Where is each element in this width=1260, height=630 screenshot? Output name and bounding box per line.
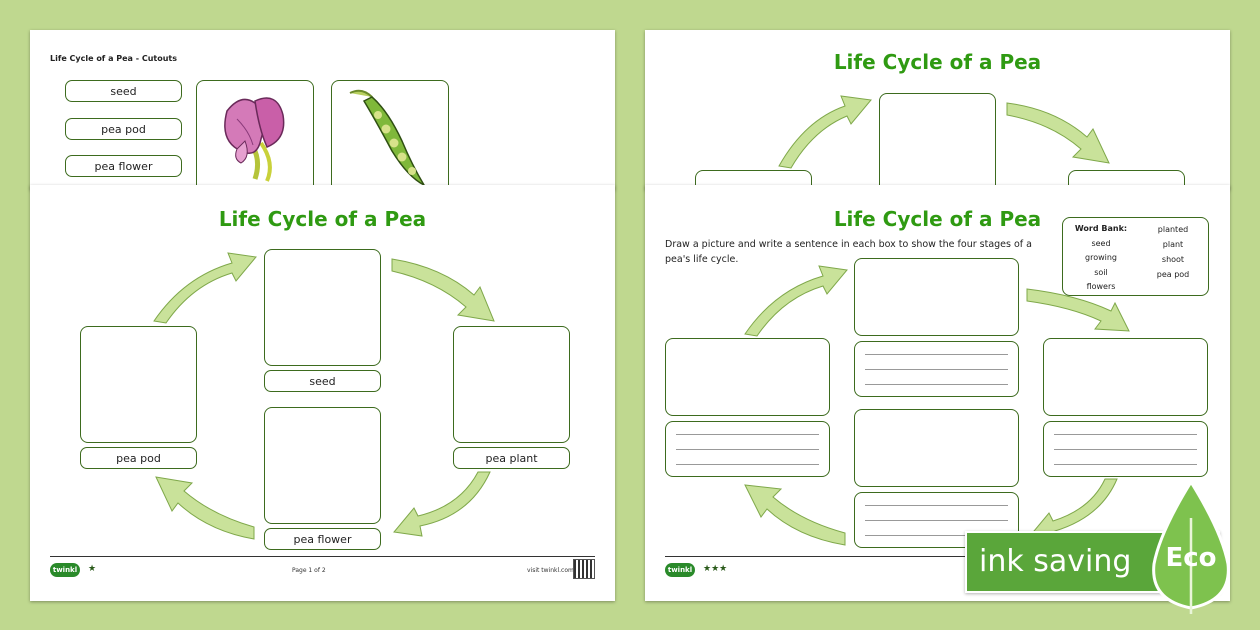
word-bank-item: seed xyxy=(1091,238,1111,248)
sheet1-title: Life Cycle of a Pea xyxy=(218,207,427,231)
sheet1-footer-line xyxy=(50,556,595,557)
cutout-label-pea-pod: pea pod xyxy=(65,118,182,140)
sheet2-twinkl-logo: twinkl xyxy=(665,563,695,577)
back-sheet-title: Life Cycle of a Pea xyxy=(833,50,1042,74)
pea-flower-image xyxy=(224,97,285,182)
cutout-pod-card xyxy=(331,80,449,200)
pea-flower-label: pea flower xyxy=(264,528,381,550)
sheet1-page-number: Page 1 of 2 xyxy=(292,567,326,574)
eco-leaf-icon xyxy=(1152,479,1230,614)
seed-picture-box xyxy=(264,249,381,366)
word-bank: Word Bank: seed growing soil flowers pla… xyxy=(1062,217,1209,296)
word-bank-item: plant xyxy=(1162,240,1184,249)
cutouts-sheet: Life Cycle of a Pea - Cutouts seed pea p… xyxy=(30,30,615,200)
arrow-flower-to-pod-icon xyxy=(155,476,255,540)
word-bank-item: pea pod xyxy=(1156,270,1190,279)
word-bank-item: shoot xyxy=(1161,255,1185,264)
arrow-pod-to-seed-icon xyxy=(153,252,257,324)
plant-picture-box xyxy=(453,326,570,443)
word-bank-item: planted xyxy=(1157,225,1189,234)
stage2-writing-lines xyxy=(665,421,830,477)
stage3-writing-lines xyxy=(1043,421,1208,477)
pod-picture-box xyxy=(80,326,197,443)
stage1-picture-box xyxy=(854,258,1019,336)
back-arrow-down-icon xyxy=(1006,102,1110,164)
arrow-seed-to-plant-icon xyxy=(391,258,495,322)
word-bank-item: soil xyxy=(1094,267,1108,277)
sheet1-twinkl-logo: twinkl xyxy=(50,563,80,577)
sheet2-footer-line xyxy=(665,556,1210,557)
sheet2-arrow-up-icon xyxy=(744,265,848,337)
cutout-label-pea-flower: pea flower xyxy=(65,155,182,177)
eco-text: Eco xyxy=(1165,543,1217,573)
sheet1-qr-icon xyxy=(573,559,595,579)
back-sheet-box-top xyxy=(879,93,996,203)
pea-pod-label: pea pod xyxy=(80,447,197,469)
pea-plant-label: pea plant xyxy=(453,447,570,469)
sheet2-arrow-right-icon xyxy=(1026,288,1130,332)
cutouts-title: Life Cycle of a Pea - Cutouts xyxy=(50,54,178,63)
pea-pod-image xyxy=(349,89,426,187)
cutout-flower-card xyxy=(196,80,314,200)
back-arrow-up-icon xyxy=(778,95,872,169)
sheet2-star-rating: ★★★ xyxy=(703,564,728,574)
sheet2-arrow-left-icon xyxy=(744,484,846,546)
sheet1-star-rating: ★ xyxy=(88,564,97,574)
stage1-writing-lines xyxy=(854,341,1019,397)
cutout-label-seed: seed xyxy=(65,80,182,102)
word-bank-item: flowers xyxy=(1086,282,1116,291)
lifecycle-sheet-1: Life Cycle of a Pea seed pea pod pea pla… xyxy=(30,185,615,601)
word-bank-heading: Word Bank: xyxy=(1074,224,1128,233)
stage4-picture-box xyxy=(854,409,1019,487)
stage2-picture-box xyxy=(665,338,830,416)
sheet1-site-link[interactable]: visit twinkl.com xyxy=(527,567,574,574)
sheet2-title: Life Cycle of a Pea xyxy=(833,207,1042,231)
ink-saving-text: ink saving xyxy=(979,544,1132,579)
back-sheet-right: Life Cycle of a Pea xyxy=(645,30,1230,210)
stage3-picture-box xyxy=(1043,338,1208,416)
sheet2-instructions: Draw a picture and write a sentence in e… xyxy=(665,239,1032,265)
arrow-plant-to-flower-icon xyxy=(393,471,491,537)
seed-label: seed xyxy=(264,370,381,392)
word-bank-item: growing xyxy=(1085,253,1117,262)
flower-picture-box xyxy=(264,407,381,524)
